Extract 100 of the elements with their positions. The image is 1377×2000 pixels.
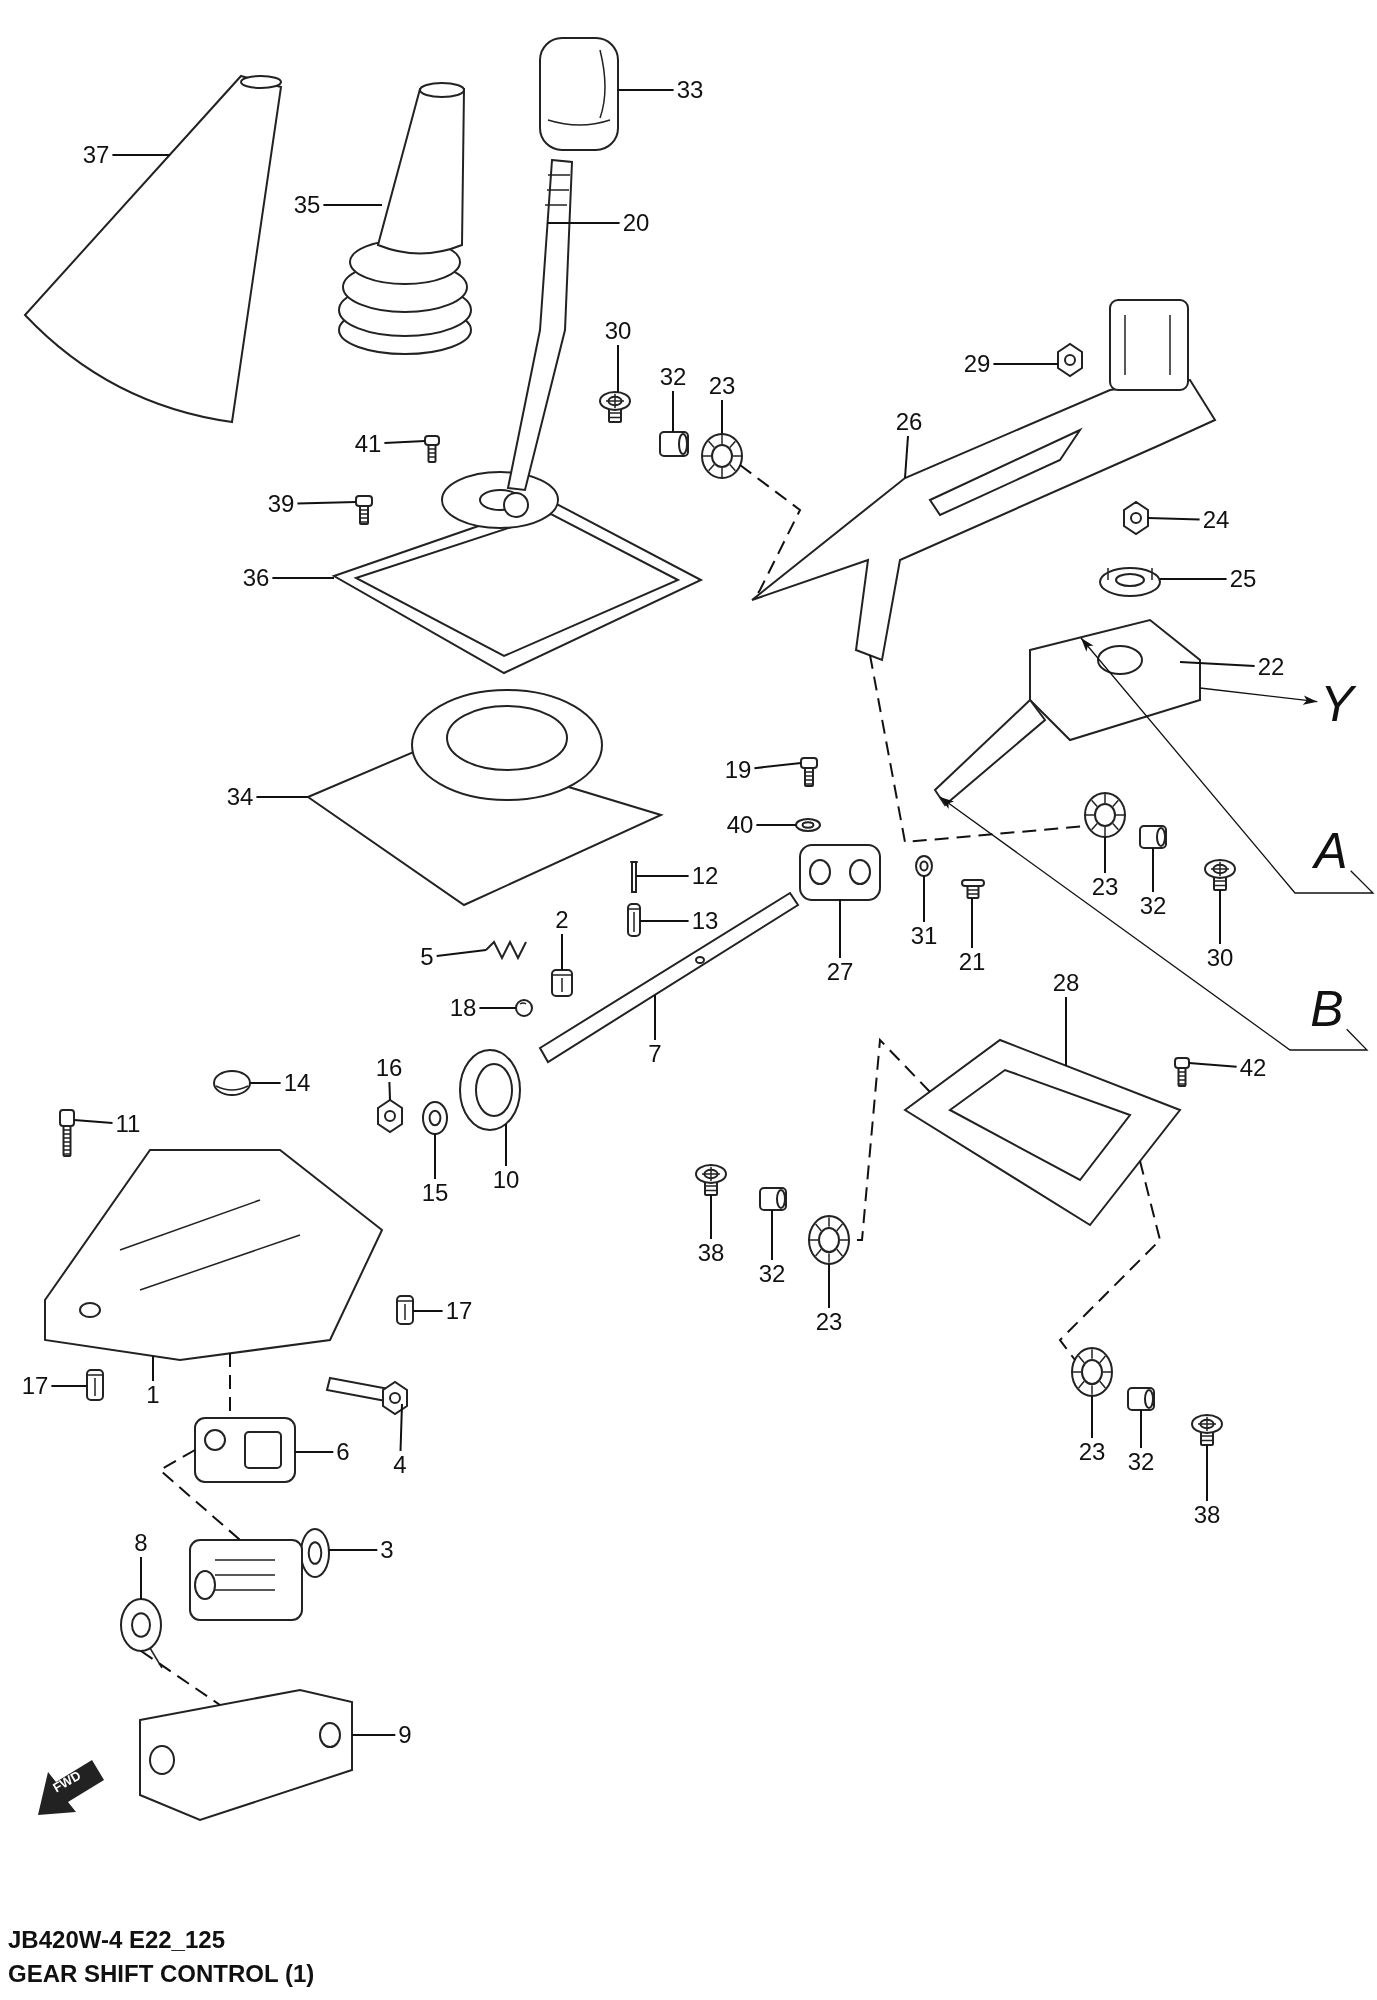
leader-line: [322, 204, 383, 206]
callout-number: 32: [659, 365, 687, 389]
drawing-code: JB420W-4 E22_125: [8, 1926, 225, 1954]
washer-drawing: [795, 818, 821, 832]
callout-number: 15: [421, 1181, 449, 1205]
callout-number: 24: [1202, 508, 1230, 532]
leader-line: [839, 899, 841, 959]
assembly-line: [1058, 1160, 1162, 1361]
leader-line: [73, 1119, 114, 1124]
callout-number: 16: [375, 1056, 403, 1080]
bolt-drawing: [800, 757, 818, 787]
callout-number: 32: [758, 1262, 786, 1286]
boot-drawing: [305, 689, 664, 907]
leader-line: [755, 824, 797, 826]
pin-drawing: [396, 1295, 414, 1325]
callout-number: 41: [354, 432, 382, 456]
leader-line: [1104, 836, 1106, 874]
bolt-drawing: [355, 495, 373, 525]
leader-line: [710, 1194, 712, 1240]
nut-drawing: [1057, 342, 1083, 378]
washer-drawing: [915, 855, 933, 877]
callout-number: 6: [336, 1440, 350, 1464]
bellows-drawing: [459, 1049, 521, 1131]
leader-line: [111, 154, 171, 156]
callout-number: 17: [21, 1374, 49, 1398]
shaft-drawing: [538, 891, 800, 1064]
bolt-drawing: [1191, 1414, 1223, 1446]
leader-line: [249, 1082, 282, 1084]
shift-lever-drawing: [441, 158, 574, 529]
cone-cover-drawing: [24, 75, 282, 423]
callout-number: 37: [82, 143, 110, 167]
leader-line: [328, 1549, 379, 1551]
callout-number: 38: [1193, 1503, 1221, 1527]
leader-line: [399, 1403, 403, 1452]
leader-line: [1140, 1409, 1142, 1449]
bearing-drawing: [1084, 792, 1126, 838]
callout-number: 26: [895, 410, 923, 434]
leader-line: [546, 222, 621, 224]
pin-drawing: [629, 861, 639, 893]
leader-line: [771, 1209, 773, 1261]
leader-line: [971, 897, 973, 949]
arrow: [1080, 637, 1375, 894]
callout-number: 31: [910, 924, 938, 948]
callout-number: 40: [726, 813, 754, 837]
callout-number: 5: [420, 945, 434, 969]
nut-drawing: [1123, 500, 1149, 536]
callout-number: 22: [1257, 655, 1285, 679]
callout-number: 9: [398, 1723, 412, 1747]
callout-number: 33: [676, 78, 704, 102]
leader-line: [654, 994, 656, 1041]
bushing-drawing: [1139, 825, 1167, 849]
direction-label: FWD: [50, 1767, 84, 1796]
callout-number: 35: [293, 193, 321, 217]
leader-line: [294, 1451, 335, 1453]
callout-number: 12: [691, 864, 719, 888]
callout-number: 8: [134, 1531, 148, 1555]
spring-drawing: [120, 1598, 163, 1669]
nut-drawing: [377, 1098, 403, 1134]
callout-number: 18: [449, 996, 477, 1020]
boot-drawing: [338, 82, 472, 355]
callout-number: 23: [1091, 875, 1119, 899]
callout-number: 17: [445, 1299, 473, 1323]
leader-line: [992, 363, 1059, 365]
leader-line: [1147, 517, 1201, 521]
callout-number: 7: [648, 1042, 662, 1066]
leader-line: [721, 399, 723, 435]
callout-number: 28: [1052, 971, 1080, 995]
callout-number: 14: [283, 1071, 311, 1095]
callout-number: 25: [1229, 567, 1257, 591]
caption: GEAR SHIFT CONTROL (1): [8, 1960, 315, 1988]
ball-drawing: [515, 999, 533, 1017]
callout-number: 21: [958, 950, 986, 974]
bearing-drawing: [1071, 1347, 1113, 1397]
bushing-drawing: [759, 1187, 787, 1211]
leader-line: [152, 1355, 154, 1382]
arrow: [939, 796, 1369, 1051]
leader-line: [1152, 847, 1154, 893]
leader-line: [1179, 661, 1256, 668]
block-drawing: [194, 1417, 296, 1483]
callout-number: 11: [115, 1112, 141, 1136]
bearing-drawing: [808, 1215, 850, 1265]
callout-number: 32: [1127, 1450, 1155, 1474]
pin-drawing: [86, 1369, 104, 1401]
bolt-drawing: [599, 391, 631, 423]
callout-letter: A: [1314, 826, 1348, 876]
leader-line: [435, 949, 487, 957]
bolt-drawing: [1204, 859, 1236, 891]
ring-drawing: [422, 1101, 448, 1135]
leader-line: [505, 1123, 507, 1167]
assembly-line: [140, 1650, 221, 1706]
leader-line: [617, 344, 619, 393]
bolt-drawing: [325, 1376, 408, 1416]
callout-letter: B: [1310, 984, 1344, 1034]
callout-number: 32: [1139, 894, 1167, 918]
leader-line: [383, 440, 426, 445]
bolt-drawing: [59, 1109, 75, 1157]
cap-drawing: [213, 1070, 251, 1096]
callout-number: 1: [146, 1383, 160, 1407]
callout-number: 34: [226, 785, 254, 809]
leader-line: [388, 1081, 391, 1101]
